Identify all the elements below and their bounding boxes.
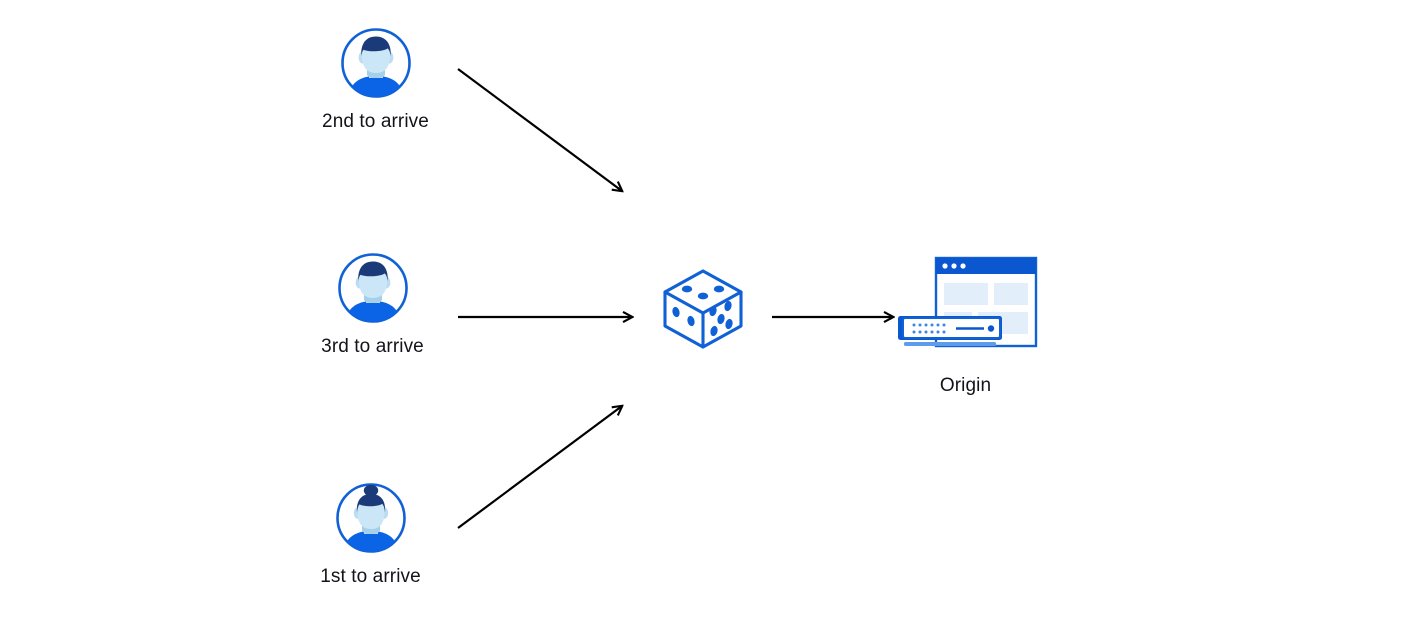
node-user-first[interactable]: 1st to arrive xyxy=(293,481,448,589)
user-avatar-icon xyxy=(334,481,408,555)
node-label-origin: Origin xyxy=(939,375,992,396)
node-user-second[interactable]: 2nd to arrive xyxy=(298,26,453,134)
node-randomizer[interactable] xyxy=(655,263,751,355)
user-avatar-icon xyxy=(336,251,410,325)
origin-server-icon xyxy=(892,254,1040,360)
arrow-second-to-dice xyxy=(457,68,622,191)
arrow-first-to-dice xyxy=(457,406,622,529)
node-user-third[interactable]: 3rd to arrive xyxy=(295,251,450,359)
dice-icon xyxy=(657,263,749,355)
node-label-user-third: 3rd to arrive xyxy=(321,336,424,357)
node-label-user-second: 2nd to arrive xyxy=(322,111,429,132)
user-avatar-icon xyxy=(339,26,413,100)
node-label-user-first: 1st to arrive xyxy=(320,566,421,587)
node-origin[interactable]: Origin xyxy=(888,254,1043,398)
